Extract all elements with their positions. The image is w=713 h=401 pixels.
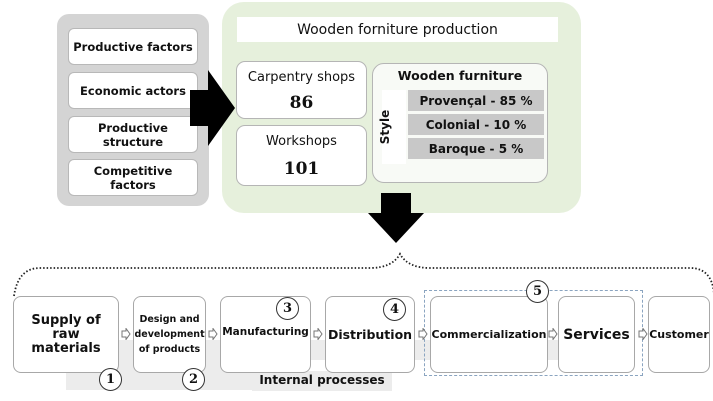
style-provencal: Provençal - 85 % [408, 90, 544, 111]
factor-productive-factors: Productive factors [68, 28, 198, 65]
flow-arrow-icon [638, 328, 648, 340]
factors-panel: Productive factors Economic actors Produ… [57, 14, 209, 206]
flow-arrow-icon [313, 328, 323, 340]
flow-arrow-icon [121, 328, 131, 340]
carpentry-shops-value: 86 [289, 93, 314, 113]
step-services: Services [558, 296, 635, 373]
step-design-development-label: Design and development of products [134, 314, 205, 355]
flow-arrow-icon [548, 328, 558, 340]
flow-arrow-icon [208, 328, 218, 340]
factor-productive-structure: Productive structure [68, 116, 198, 153]
style-axis-label: Style [378, 109, 392, 145]
dotted-brace [13, 252, 713, 297]
step-services-label: Services [563, 326, 630, 343]
style-baroque: Baroque - 5 % [408, 138, 544, 159]
factor-competitive-factors: Competitive factors [68, 159, 198, 196]
arrow-right-icon [190, 70, 235, 146]
workshops-box: Workshops 101 [236, 125, 367, 186]
step-manufacturing-label: Manufacturing [222, 326, 309, 338]
flow-arrow-icon [418, 328, 428, 340]
step-customer-label: Customer [649, 328, 709, 341]
step-number-2: 2 [182, 368, 205, 391]
step-number-3: 3 [276, 297, 299, 320]
step-supply-raw-materials: Supply of raw materials [13, 296, 119, 373]
step-number-4: 4 [383, 298, 406, 321]
style-colonial: Colonial - 10 % [408, 114, 544, 135]
step-design-development: Design and development of products [133, 296, 206, 373]
workshops-label: Workshops [266, 134, 337, 149]
internal-processes-label-bg [252, 371, 392, 391]
style-axis [382, 90, 406, 164]
factor-economic-actors: Economic actors [68, 72, 198, 109]
arrow-down-icon [368, 193, 424, 243]
step-distribution-label: Distribution [327, 327, 413, 342]
production-title: Wooden forniture production [237, 17, 558, 42]
wooden-furniture-box: Wooden furniture Style Provençal - 85 % … [372, 63, 548, 183]
step-commercialization-label: Commercialization [431, 328, 547, 341]
step-commercialization: Commercialization [430, 296, 548, 373]
step-number-5: 5 [526, 280, 549, 303]
carpentry-shops-box: Carpentry shops 86 [236, 61, 367, 119]
workshops-value: 101 [283, 159, 320, 179]
wooden-furniture-title: Wooden furniture [397, 68, 523, 83]
step-customer: Customer [648, 296, 710, 373]
step-supply-raw-materials-label: Supply of raw materials [31, 312, 101, 356]
internal-processes-label: Internal processes [259, 373, 385, 387]
carpentry-shops-label: Carpentry shops [247, 70, 356, 85]
step-number-1: 1 [99, 368, 122, 391]
